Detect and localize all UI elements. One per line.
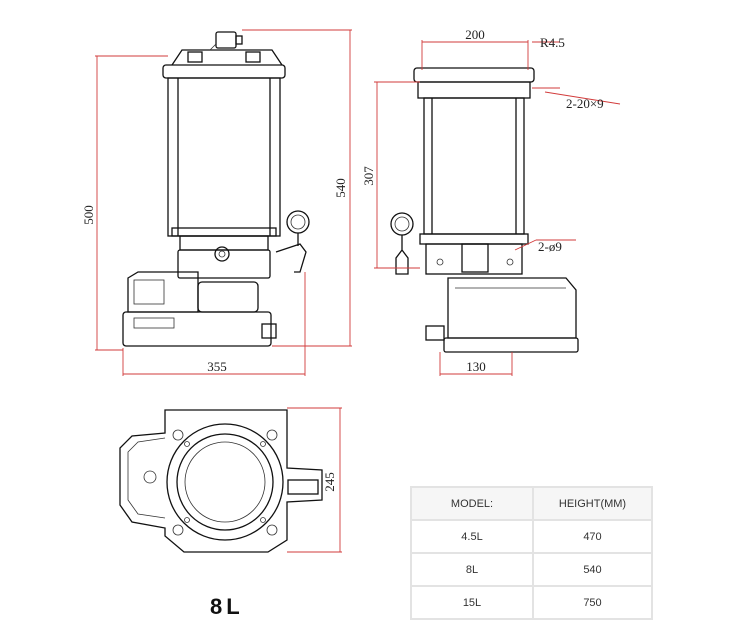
dim-side-top-width: 200	[465, 27, 485, 42]
table-header-row: MODEL: HEIGHT(MM)	[410, 486, 653, 521]
dim-side-holes: 2-ø9	[538, 239, 562, 254]
side-view	[374, 40, 621, 376]
cell-model: 4.5L	[410, 519, 534, 554]
model-height-table: MODEL: HEIGHT(MM) 4.5L 470 8L 540 15L 75…	[410, 486, 653, 620]
dim-front-width: 355	[207, 359, 227, 374]
dim-side-radius: R4.5	[540, 35, 565, 50]
dim-side-base-width: 130	[466, 359, 486, 374]
table-row: 15L 750	[410, 585, 653, 620]
dim-side-slots: 2-20×9	[566, 96, 604, 111]
top-view	[119, 407, 342, 553]
dim-front-height-body: 540	[333, 178, 348, 198]
cell-model: 15L	[410, 585, 534, 620]
cell-height: 540	[532, 552, 653, 587]
drawing-title: 8L	[210, 594, 244, 619]
dim-top-view-depth: 245	[322, 472, 337, 492]
table-row: 8L 540	[410, 552, 653, 587]
column-header-height: HEIGHT(MM)	[532, 486, 653, 521]
table-row: 4.5L 470	[410, 519, 653, 554]
column-header-model: MODEL:	[410, 486, 534, 521]
cell-height: 750	[532, 585, 653, 620]
dim-front-height-total: 500	[81, 205, 96, 225]
dim-side-height: 307	[361, 166, 376, 186]
front-view	[95, 29, 352, 376]
cell-model: 8L	[410, 552, 534, 587]
cell-height: 470	[532, 519, 653, 554]
